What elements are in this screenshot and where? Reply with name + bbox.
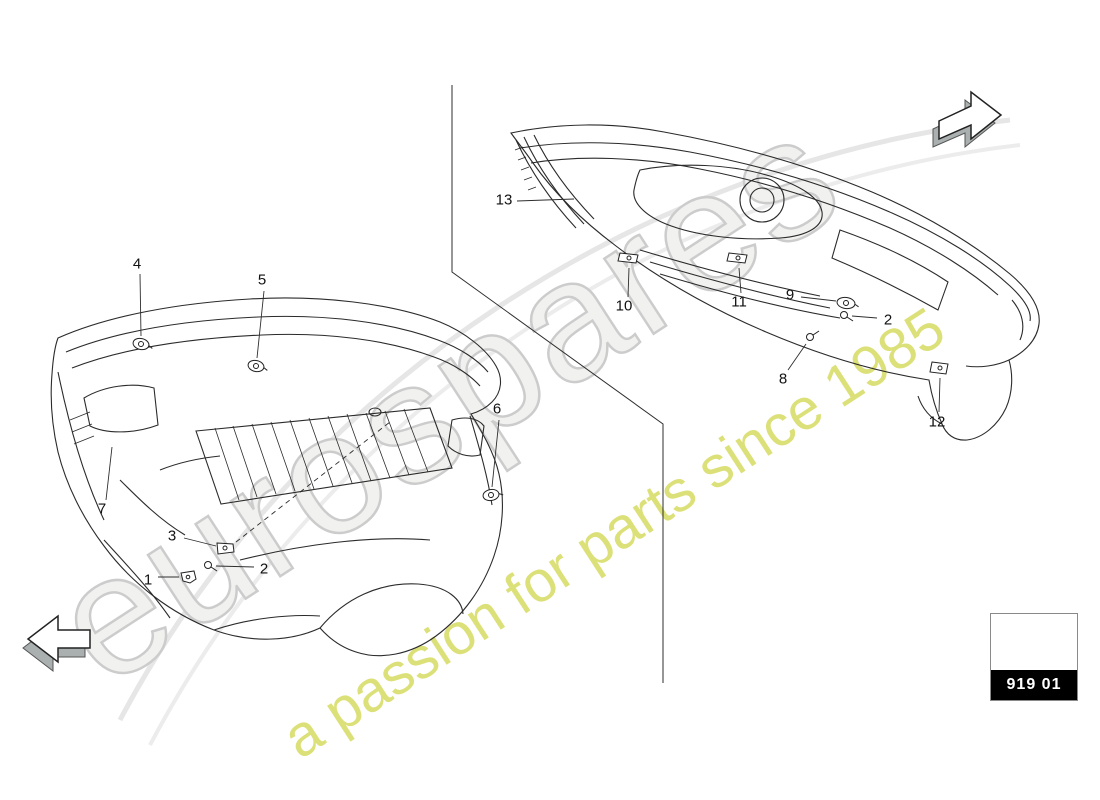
part-glyph-screw-2-rear bbox=[840, 311, 854, 322]
part-glyph-sensor-5 bbox=[247, 359, 268, 373]
part-glyph-bracket-11 bbox=[726, 252, 748, 264]
callout-leader-lines bbox=[105, 198, 941, 578]
part-glyph-sensor-9 bbox=[836, 296, 859, 310]
part-glyph-screw-2-front bbox=[204, 561, 218, 572]
nav-arrow-back-face bbox=[26, 614, 91, 664]
part-number-label: 919 01 bbox=[1006, 676, 1062, 693]
part-glyph-bracket-10 bbox=[617, 252, 639, 264]
nav-arrow-back[interactable] bbox=[22, 614, 91, 673]
dashed-leader-line bbox=[235, 421, 391, 543]
part-number-blank-area bbox=[991, 614, 1077, 670]
part-glyph-sensor-6 bbox=[482, 488, 504, 502]
part-glyph-sensor-4 bbox=[132, 337, 153, 351]
part-glyph-screw-8 bbox=[806, 330, 820, 341]
nav-arrow-forward[interactable] bbox=[932, 90, 1003, 149]
part-number-strip: 919 01 bbox=[991, 670, 1077, 700]
part-glyph-bracket-12 bbox=[929, 361, 949, 375]
part-glyphs bbox=[132, 252, 949, 584]
part-glyph-clip-1 bbox=[180, 570, 197, 584]
swoosh-arc-2 bbox=[148, 143, 1021, 746]
section-divider-line bbox=[451, 85, 664, 683]
nav-arrow-forward-face bbox=[938, 90, 1003, 141]
part-glyph-clip-3 bbox=[216, 542, 235, 555]
part-number-box[interactable]: 919 01 bbox=[990, 613, 1078, 701]
watermark: eurospares a passion for parts since 198… bbox=[20, 75, 1021, 771]
rear-bumper-drawing bbox=[510, 124, 1040, 441]
front-bumper-drawing bbox=[50, 297, 503, 657]
swoosh-arc bbox=[117, 117, 1011, 722]
